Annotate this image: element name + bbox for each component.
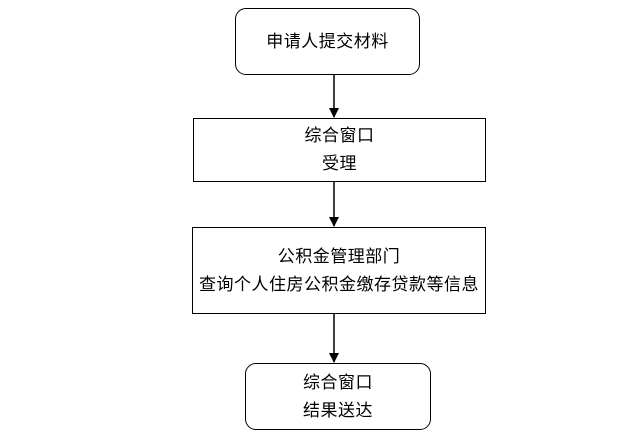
step-result-delivery-subtitle: 结果送达 bbox=[303, 400, 373, 421]
step-window-accept: 综合窗口 受理 bbox=[193, 118, 486, 182]
step-window-accept-title: 综合窗口 bbox=[304, 126, 375, 146]
step-window-accept-subtitle: 受理 bbox=[322, 154, 357, 174]
step-fund-query-title: 公积金管理部门 bbox=[277, 246, 401, 267]
step-result-delivery-title: 综合窗口 bbox=[303, 372, 373, 393]
step-fund-query: 公积金管理部门 查询个人住房公积金缴存贷款等信息 bbox=[192, 227, 486, 314]
step-submit-materials: 申请人提交材料 bbox=[235, 8, 420, 75]
step-submit-materials-label: 申请人提交材料 bbox=[266, 31, 389, 52]
step-fund-query-subtitle: 查询个人住房公积金缴存贷款等信息 bbox=[199, 274, 479, 295]
step-result-delivery: 综合窗口 结果送达 bbox=[245, 363, 431, 430]
